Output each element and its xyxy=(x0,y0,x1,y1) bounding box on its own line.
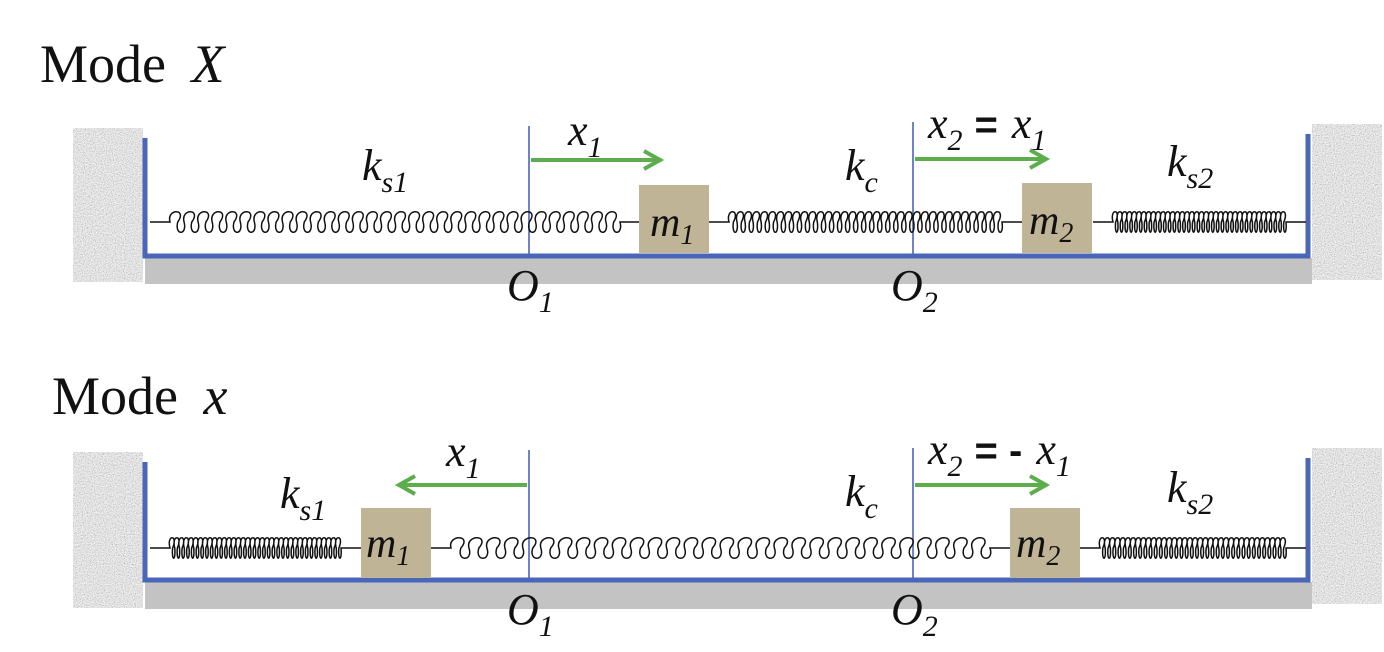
disp2-label: x2=x1 xyxy=(927,99,1046,157)
origin1-label: O1 xyxy=(507,585,554,643)
disp1-arrow xyxy=(531,149,665,171)
spring-center-label: kc xyxy=(845,141,878,199)
mass1-label: m1 xyxy=(366,521,410,572)
panel-mode-x: Mode x m1 m2 ks1 kc ks2 O1 O2 x1 x2= -x1 xyxy=(52,366,1382,643)
panel-mode-X: Mode X m1 m2 ks1 kc ks2 O1 O2 x1 xyxy=(40,34,1382,319)
origin2-label: O2 xyxy=(891,261,938,319)
spring-right-label: ks2 xyxy=(1167,137,1213,195)
origin1-label: O1 xyxy=(507,261,554,319)
mass-2 xyxy=(1022,183,1092,253)
track-frame xyxy=(142,458,1311,583)
arrow-head xyxy=(394,474,416,496)
left-spring xyxy=(150,537,361,559)
disp2-label: x2= -x1 xyxy=(927,425,1071,483)
arrow-head xyxy=(643,149,665,171)
spring-right-label: ks2 xyxy=(1167,463,1213,521)
track-frame xyxy=(142,134,1311,259)
mass2-label: m2 xyxy=(1029,198,1073,249)
mass1-label: m1 xyxy=(650,200,694,251)
mass-1 xyxy=(361,508,431,578)
origin2-label: O2 xyxy=(891,585,938,643)
panel-title-word: Mode xyxy=(40,34,166,94)
spring-left-label: ks1 xyxy=(280,469,326,527)
svg-text:Mode x: Mode x xyxy=(52,366,227,426)
disp1-label: x1 xyxy=(445,427,481,485)
mass2-label: m2 xyxy=(1016,521,1060,572)
floor xyxy=(145,258,1312,284)
disp1-label: x1 xyxy=(567,106,603,164)
coupling-spring xyxy=(709,211,1022,233)
panel-title-symbol: X xyxy=(189,34,226,94)
svg-text:Mode X: Mode X xyxy=(40,34,226,94)
disp2-arrow xyxy=(915,474,1051,496)
panel-title-word: Mode xyxy=(52,366,178,426)
disp2-arrow xyxy=(915,148,1051,170)
floor xyxy=(145,582,1312,609)
right-spring xyxy=(1093,211,1306,233)
spring-left-label: ks1 xyxy=(362,141,408,199)
arrow-head xyxy=(1029,474,1051,496)
arrow-head xyxy=(1029,148,1051,170)
mass-1 xyxy=(639,185,709,253)
left-wall-block xyxy=(73,128,143,282)
left-wall-block xyxy=(73,452,143,608)
left-spring xyxy=(150,211,640,233)
right-wall-block xyxy=(1312,448,1382,604)
right-wall-block xyxy=(1312,124,1382,280)
disp1-arrow xyxy=(394,474,527,496)
spring-center-label: kc xyxy=(845,467,878,525)
panel-title-symbol: x xyxy=(202,366,227,426)
coupling-spring xyxy=(431,537,1010,559)
mass-2 xyxy=(1010,508,1080,578)
right-spring xyxy=(1080,537,1306,559)
